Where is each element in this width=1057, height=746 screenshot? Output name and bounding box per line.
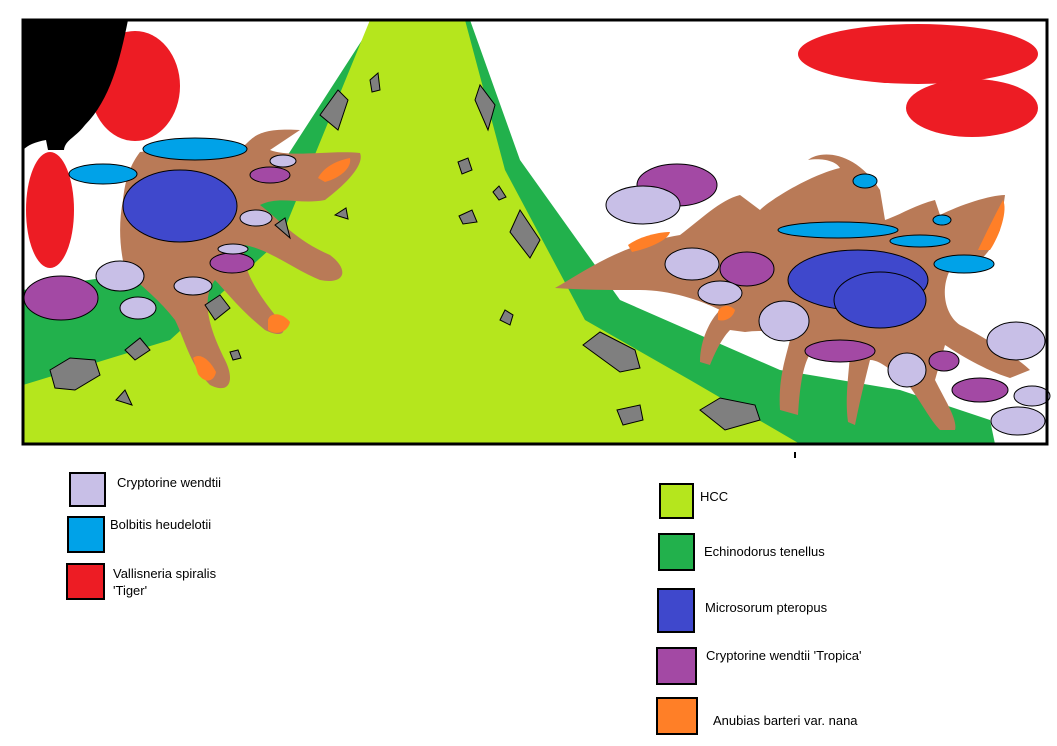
legend-label-cryptocoryne: Cryptorine wendtii: [117, 475, 222, 490]
legend-label-vallisneria: Vallisneria spiralis 'Tiger': [113, 566, 217, 598]
vallisneria-right-top: [798, 24, 1038, 84]
dark-corner-shape: [23, 20, 128, 150]
stone-14: [49, 357, 101, 391]
anubias-right-a: [628, 232, 670, 252]
crypt-right-b: [664, 247, 720, 281]
bolbitis-right-b: [889, 234, 951, 248]
stone-8: [509, 208, 541, 259]
bolbitis-right-c: [933, 254, 995, 274]
stone-18: [699, 397, 761, 431]
crypt-left-a: [95, 260, 145, 292]
crypt-tropica-right-e: [951, 377, 1009, 403]
legend-swatch-anubias: [656, 697, 698, 735]
crypt-right-d: [758, 300, 810, 342]
crypt-tropica-left-big: [23, 275, 99, 321]
crypt-left-b: [119, 296, 157, 320]
stone-9: [274, 217, 291, 240]
bolbitis-right-e: [932, 214, 952, 226]
stone-7: [333, 207, 349, 220]
crypt-right-g: [1013, 385, 1051, 407]
stone-6: [458, 209, 478, 225]
legend-label-echinodorus: Echinodorus tenellus: [704, 544, 825, 559]
crypt-right-e: [887, 352, 927, 388]
stone-10: [499, 309, 514, 326]
crypt-right-a: [605, 185, 681, 225]
crypt-right-c: [697, 280, 743, 306]
crypt-left-f: [217, 243, 249, 255]
microsorum-left: [122, 169, 238, 243]
bolbitis-right-a: [777, 221, 899, 239]
crypt-left-d: [239, 209, 273, 227]
crypt-left-e: [269, 154, 297, 168]
crypt-tropica-right-b: [719, 251, 775, 287]
vallisneria-right-mid: [906, 79, 1038, 137]
crypt-right-f: [986, 321, 1046, 361]
stone-4: [457, 157, 473, 175]
stone-3: [474, 83, 496, 132]
anubias-right-b: [718, 306, 735, 321]
crypt-right-h: [990, 406, 1046, 436]
bolbitis-right-d: [852, 173, 878, 189]
stone-2: [319, 89, 349, 131]
stone-17: [616, 404, 644, 426]
anubias-left-a: [318, 158, 351, 182]
stone-13: [229, 349, 242, 361]
bolbitis-left-b: [68, 163, 138, 185]
anubias-left-b: [268, 314, 290, 333]
legend-label-anubias: Anubias barteri var. nana: [713, 713, 858, 728]
legend-swatch-echinodorus: [658, 533, 695, 571]
crypt-tropica-left-b: [209, 252, 255, 274]
legend-swatch-microsorum: [657, 588, 695, 633]
legend-swatch-cryptocoryne-tropica: [656, 647, 697, 685]
legend-swatch-hcc: [659, 483, 694, 519]
crypt-tropica-right-d: [928, 350, 960, 372]
legend-label-microsorum: Microsorum pteropus: [705, 600, 828, 615]
legend-label-cryptocoryne-tropica: Cryptorine wendtii 'Tropica': [706, 648, 862, 663]
legend-label-bolbitis: Bolbitis heudelotii: [110, 517, 212, 532]
crypt-tropica-right-c: [804, 339, 876, 363]
vallisneria-left-tall: [26, 152, 74, 268]
stone-16: [582, 331, 641, 373]
legend-swatch-bolbitis: [67, 516, 105, 553]
microsorum-right-b: [833, 271, 927, 329]
stone-11: [204, 294, 231, 321]
crypt-tropica-left-a: [249, 166, 291, 184]
bolbitis-left-a: [142, 137, 248, 161]
tank-frame: [21, 18, 1049, 446]
crypt-left-c: [173, 276, 213, 296]
stone-5: [492, 185, 507, 201]
stone-12: [124, 337, 151, 361]
stone-15: [115, 389, 133, 406]
legend-label-hcc: HCC: [700, 489, 729, 504]
anubias-left-c: [193, 355, 216, 381]
anubias-right-c: [978, 200, 1005, 250]
legend-swatch-cryptocoryne: [69, 472, 106, 507]
stone-1: [369, 71, 381, 93]
legend-swatch-vallisneria: [66, 563, 105, 600]
